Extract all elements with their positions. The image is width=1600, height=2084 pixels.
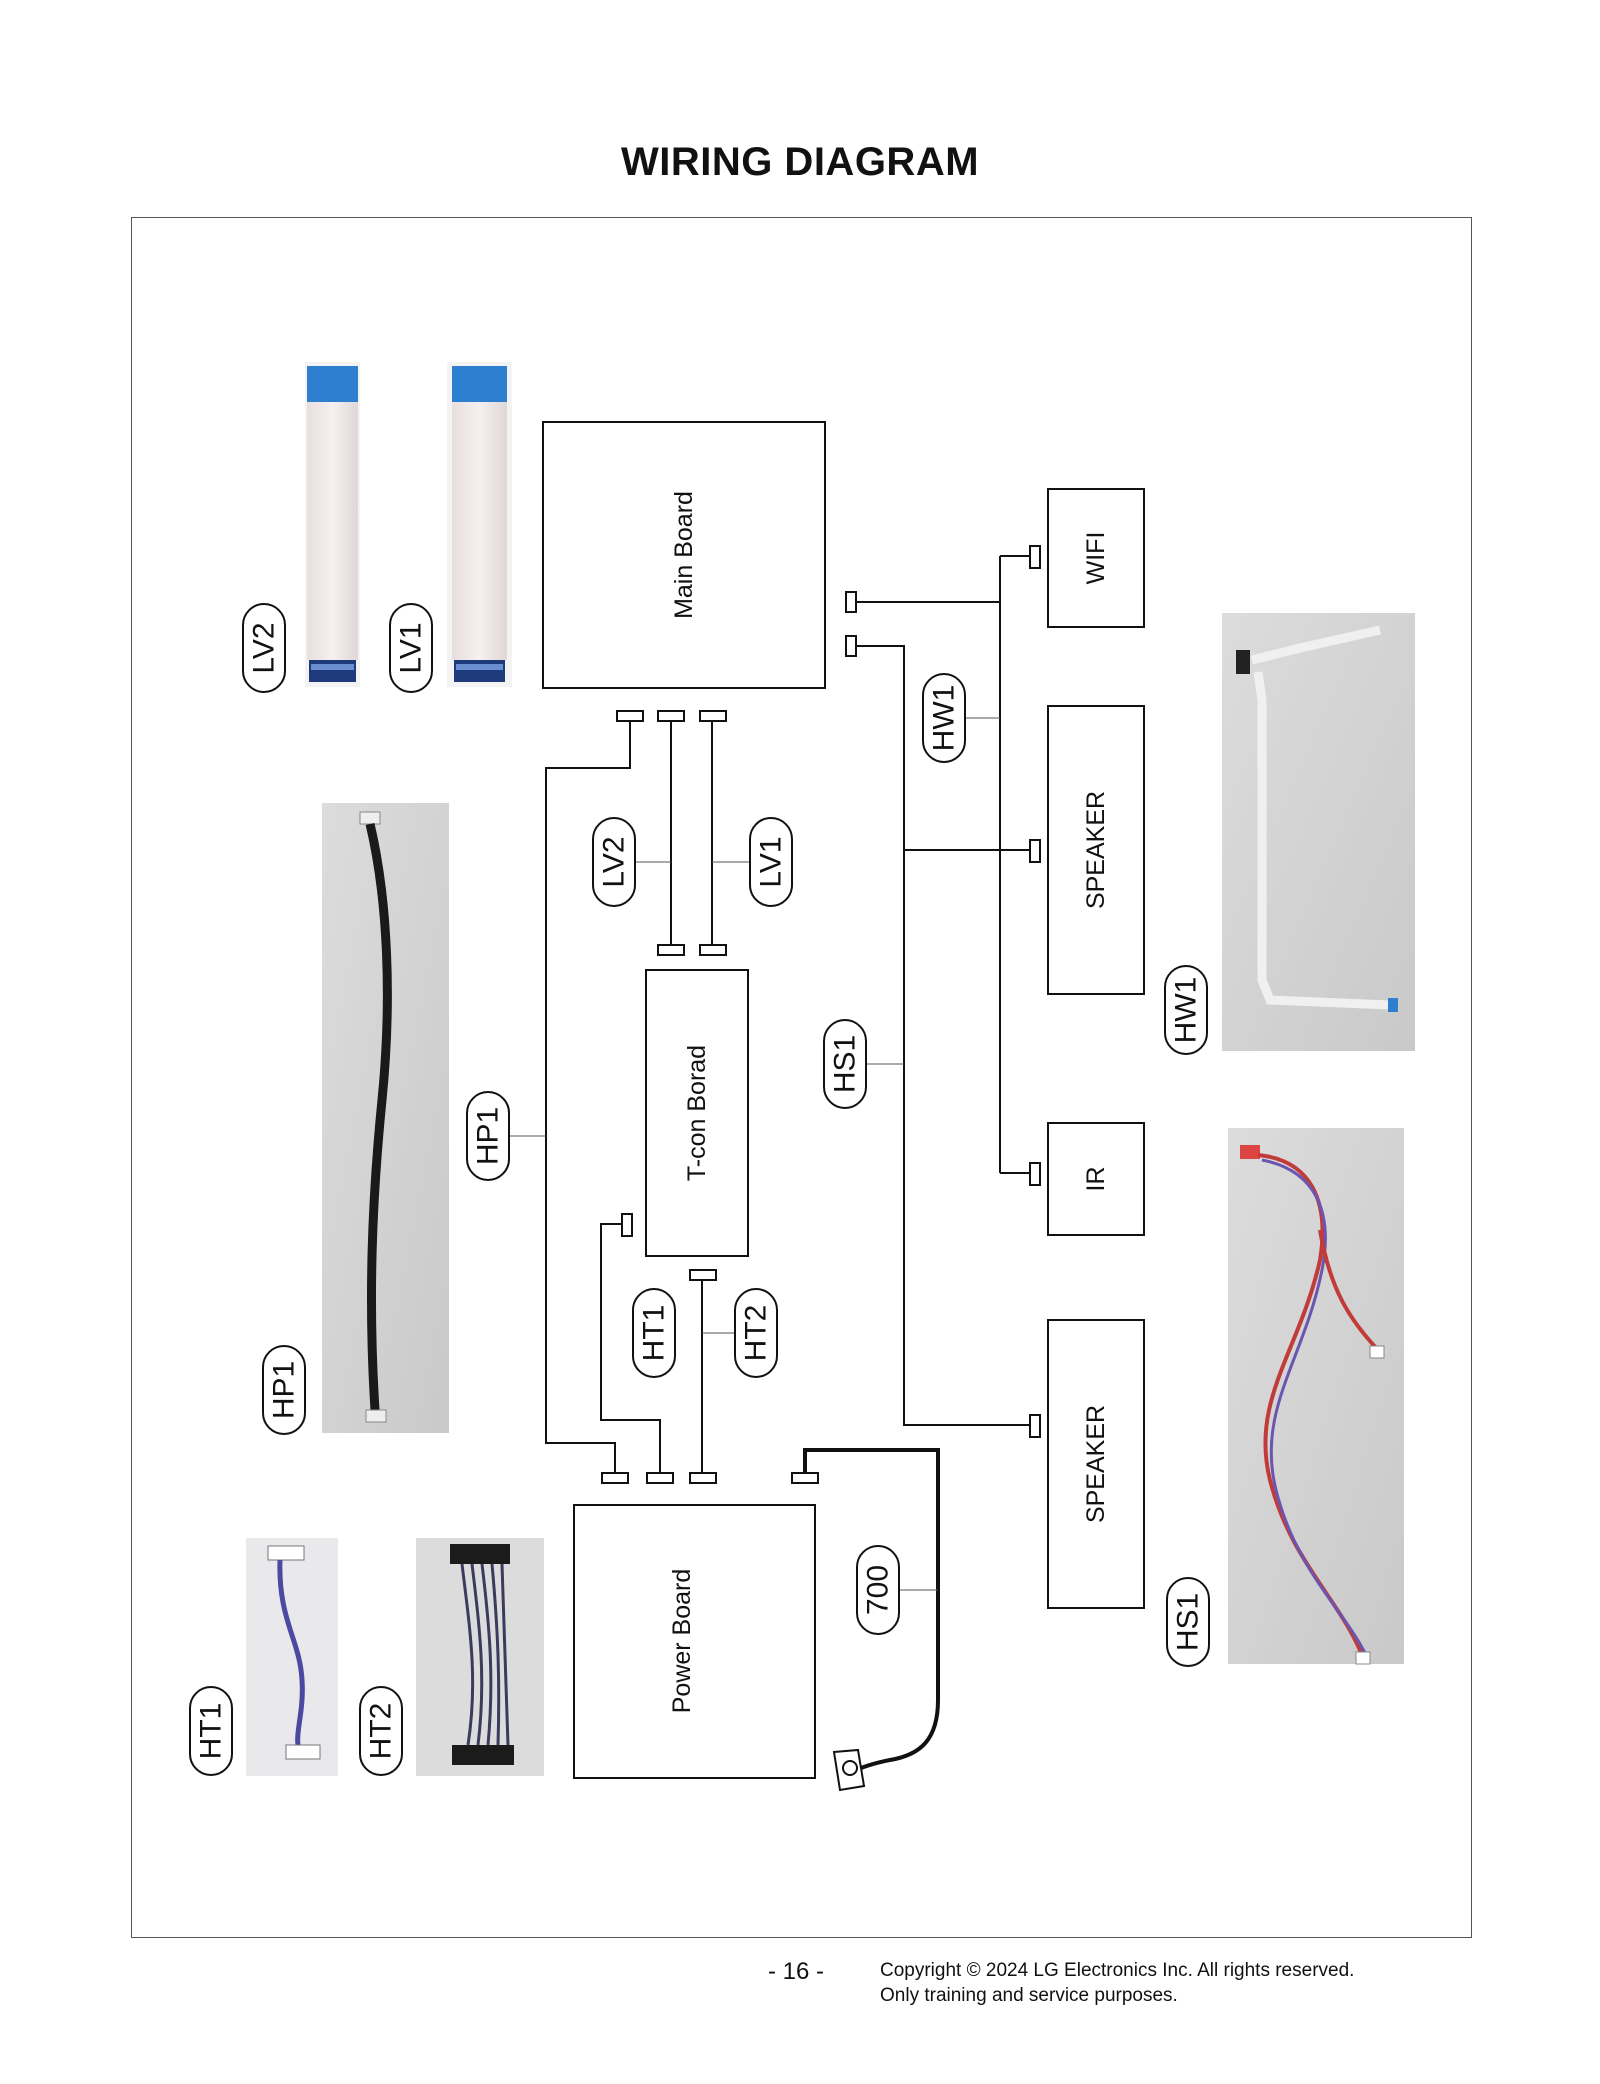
- lv1-cable-photo: [447, 362, 512, 687]
- power-cord-700: [803, 1448, 940, 1774]
- photo-tag-lv1: LV1: [389, 603, 433, 693]
- svg-text:LV2: LV2: [248, 622, 281, 673]
- ir-box: [1047, 1122, 1145, 1236]
- photo-tag-ht2: HT2: [359, 1686, 403, 1776]
- power-board-label: Power Board: [668, 1569, 696, 1714]
- tag-ht2: HT2: [734, 1288, 778, 1378]
- wifi-label: WIFI: [1082, 532, 1110, 585]
- tag-hw1: HW1: [922, 673, 966, 763]
- speaker-bottom-label: SPEAKER: [1082, 1405, 1110, 1523]
- ir-label: IR: [1082, 1167, 1110, 1192]
- svg-text:LV2: LV2: [598, 836, 631, 887]
- svg-text:700: 700: [862, 1565, 895, 1615]
- copyright-notice: Copyright © 2024 LG Electronics Inc. All…: [880, 1958, 1354, 2008]
- photo-tag-hs1: HS1: [1166, 1577, 1210, 1667]
- connectors: [601, 545, 1041, 1484]
- svg-text:HW1: HW1: [928, 685, 961, 752]
- svg-text:HS1: HS1: [829, 1035, 862, 1093]
- power-board-box: [573, 1504, 816, 1779]
- tag-lv1: LV1: [749, 817, 793, 907]
- tag-hs1: HS1: [823, 1019, 867, 1109]
- photo-tag-lv2: LV2: [242, 603, 286, 693]
- hw1-cable-photo: [1222, 613, 1415, 1051]
- tag-ht1: HT1: [632, 1288, 676, 1378]
- main-board-box: [542, 421, 826, 689]
- tag-lv2: LV2: [592, 817, 636, 907]
- svg-text:HP1: HP1: [268, 1361, 301, 1419]
- speaker-top-label: SPEAKER: [1082, 791, 1110, 909]
- plug-icon: [832, 1748, 866, 1792]
- wires: [545, 555, 1030, 1473]
- purpose-line: Only training and service purposes.: [880, 1985, 1178, 2006]
- diagram-frame: [131, 217, 1472, 1938]
- svg-text:HS1: HS1: [1172, 1593, 1205, 1651]
- copyright-line: Copyright © 2024 LG Electronics Inc. All…: [880, 1960, 1355, 1981]
- photo-tag-ht1: HT1: [189, 1686, 233, 1776]
- hs1-cable-photo: [1228, 1128, 1404, 1665]
- ht1-cable-photo: [246, 1538, 338, 1776]
- svg-text:LV1: LV1: [395, 622, 428, 673]
- tcon-board-label: T-con Borad: [683, 1045, 711, 1181]
- tag-hp1: HP1: [466, 1091, 510, 1181]
- page-number: - 16 -: [768, 1958, 825, 1985]
- svg-text:HT1: HT1: [638, 1305, 671, 1362]
- hp1-cable-photo: [322, 803, 449, 1433]
- lv2-cable-photo: [305, 362, 360, 687]
- main-board-label: Main Board: [670, 491, 698, 619]
- svg-text:HT2: HT2: [740, 1305, 773, 1362]
- tag-700: 700: [856, 1545, 900, 1635]
- tcon-board-box: [645, 969, 749, 1257]
- speaker-bottom-box: [1047, 1319, 1145, 1609]
- photo-tag-hw1: HW1: [1164, 965, 1208, 1055]
- photo-tag-hp1: HP1: [262, 1345, 306, 1435]
- speaker-top-box: [1047, 705, 1145, 995]
- ht2-cable-photo: [416, 1538, 544, 1776]
- svg-text:LV1: LV1: [755, 836, 788, 887]
- svg-text:HW1: HW1: [1170, 977, 1203, 1044]
- svg-text:HT2: HT2: [365, 1703, 398, 1760]
- wifi-box: [1047, 488, 1145, 628]
- page-title: WIRING DIAGRAM: [620, 140, 980, 184]
- svg-text:HT1: HT1: [195, 1703, 228, 1760]
- svg-text:HP1: HP1: [472, 1107, 505, 1165]
